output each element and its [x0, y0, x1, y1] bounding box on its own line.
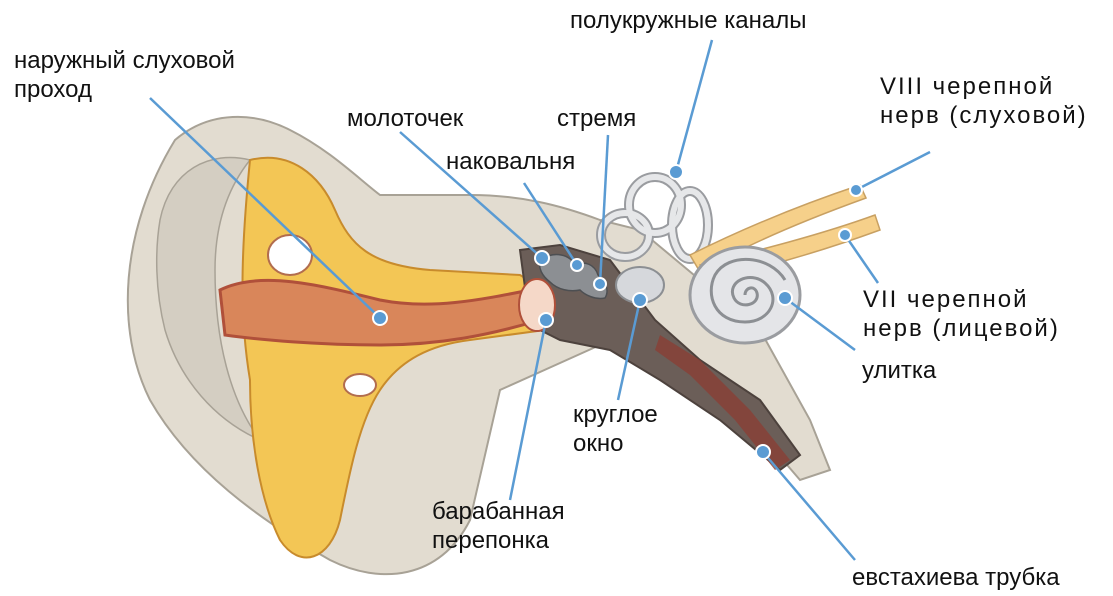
- label-cranial-nerve-8-line2: нерв (слуховой): [880, 101, 1088, 130]
- label-ear-canal: наружный слуховой проход: [14, 46, 235, 104]
- label-eardrum-line1: барабанная: [432, 497, 565, 526]
- label-semicircular-canals: полукружные каналы: [570, 6, 806, 35]
- label-round-window-line2: окно: [573, 429, 658, 458]
- label-round-window-line1: круглое: [573, 400, 658, 429]
- label-round-window: круглое окно: [573, 400, 658, 458]
- leader-cochlea: [785, 298, 855, 350]
- leader-nerve-7: [845, 235, 878, 283]
- label-ear-canal-line2: проход: [14, 75, 235, 104]
- label-stapes: стремя: [557, 104, 636, 133]
- auricle-hole-upper: [268, 235, 312, 275]
- label-malleus: молоточек: [347, 104, 463, 133]
- label-incus: наковальня: [446, 147, 575, 176]
- label-eardrum-line2: перепонка: [432, 526, 565, 555]
- label-eardrum: барабанная перепонка: [432, 497, 565, 555]
- leader-semicircular: [676, 40, 712, 172]
- auricle-hole-lower: [344, 374, 376, 396]
- label-cochlea: улитка: [862, 356, 936, 385]
- label-ear-canal-line1: наружный слуховой: [14, 46, 235, 75]
- label-cranial-nerve-8: VIII черепной нерв (слуховой): [880, 72, 1088, 130]
- label-cranial-nerve-7: VII черепной нерв (лицевой): [863, 285, 1060, 343]
- label-eustachian-tube: евстахиева трубка: [852, 563, 1060, 592]
- label-cranial-nerve-8-line1: VIII черепной: [880, 72, 1088, 101]
- label-cranial-nerve-7-line1: VII черепной: [863, 285, 1060, 314]
- label-cranial-nerve-7-line2: нерв (лицевой): [863, 314, 1060, 343]
- leader-nerve-8: [856, 152, 930, 190]
